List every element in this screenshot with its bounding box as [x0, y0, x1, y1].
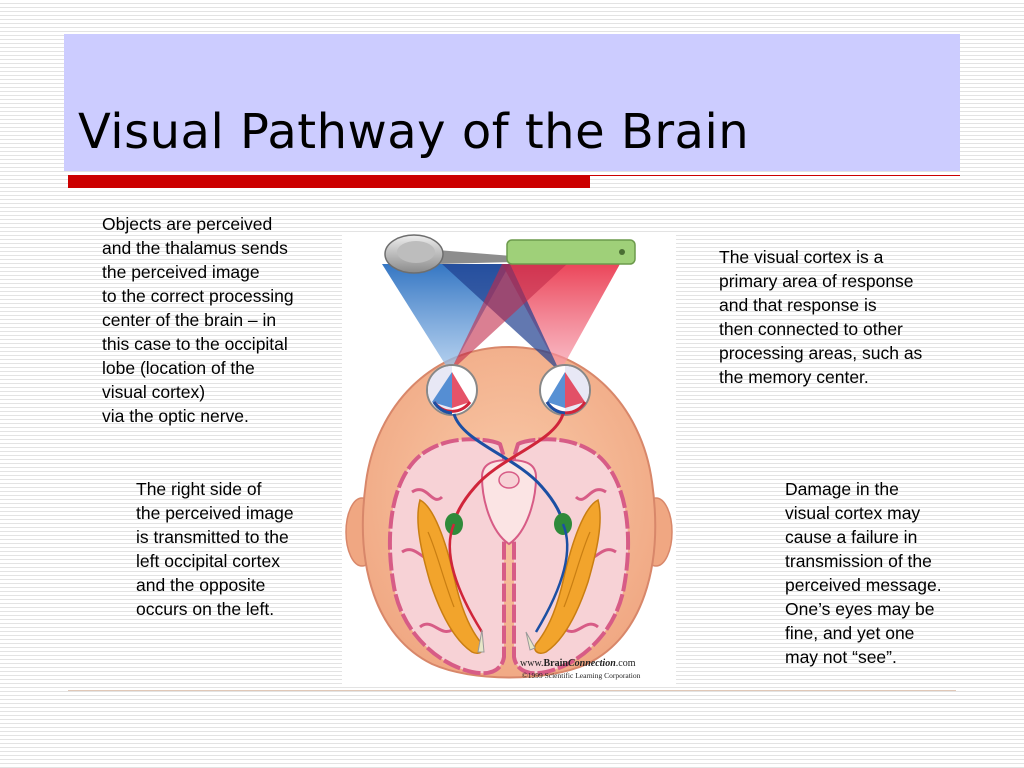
right-eye: [539, 364, 591, 416]
perception-text: Objects are perceived and the thalamus s…: [102, 214, 294, 426]
right-optic-radiation: [534, 523, 569, 633]
credit-copyright: ©1999 Scientific Learning Corporation: [522, 671, 641, 680]
crossing-text: The right side of the perceived image is…: [136, 479, 294, 619]
title-underline-bar: [68, 175, 590, 188]
slide-title: Visual Pathway of the Brain: [78, 104, 750, 160]
spoon-handle: [437, 250, 512, 264]
title-banner: Visual Pathway of the Brain: [64, 34, 960, 171]
left-optic-radiation: [448, 523, 484, 633]
right-visual-cortex: [534, 498, 601, 655]
brain-diagram-svg: www.BrainConnection.com ©1999 Scientific…: [345, 234, 673, 680]
damage-text: Damage in the visual cortex may cause a …: [785, 479, 942, 667]
title-underline-line: [590, 175, 960, 176]
cortex-response-text: The visual cortex is a primary area of r…: [719, 247, 923, 387]
thalamus: [480, 458, 538, 546]
footer-rule: [68, 690, 956, 691]
visual-pathway-diagram: www.BrainConnection.com ©1999 Scientific…: [342, 232, 676, 684]
green-handle: [506, 239, 636, 265]
credit-site: www.BrainConnection.com: [520, 658, 636, 669]
right-eye-view-overlap: [450, 264, 567, 372]
left-eye: [426, 364, 478, 416]
